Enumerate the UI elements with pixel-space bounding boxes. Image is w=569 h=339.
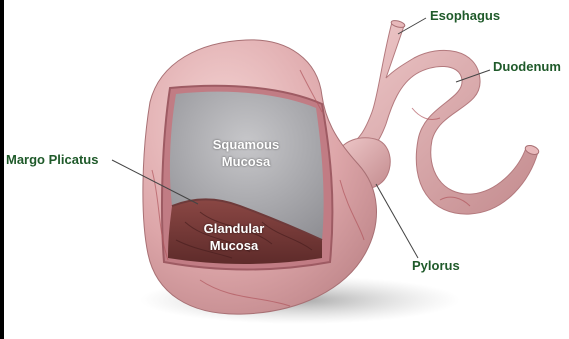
squamous-line-2: Mucosa (196, 153, 296, 170)
leader-pylorus (376, 184, 418, 258)
label-duodenum: Duodenum (493, 59, 561, 74)
squamous-line-1: Squamous (196, 136, 296, 153)
label-glandular-mucosa: Glandular Mucosa (184, 220, 284, 254)
label-esophagus: Esophagus (430, 8, 500, 23)
glandular-line-1: Glandular (184, 220, 284, 237)
label-squamous-mucosa: Squamous Mucosa (196, 136, 296, 170)
glandular-line-2: Mucosa (184, 237, 284, 254)
label-pylorus: Pylorus (412, 258, 460, 273)
label-margo-plicatus: Margo Plicatus (6, 152, 98, 167)
